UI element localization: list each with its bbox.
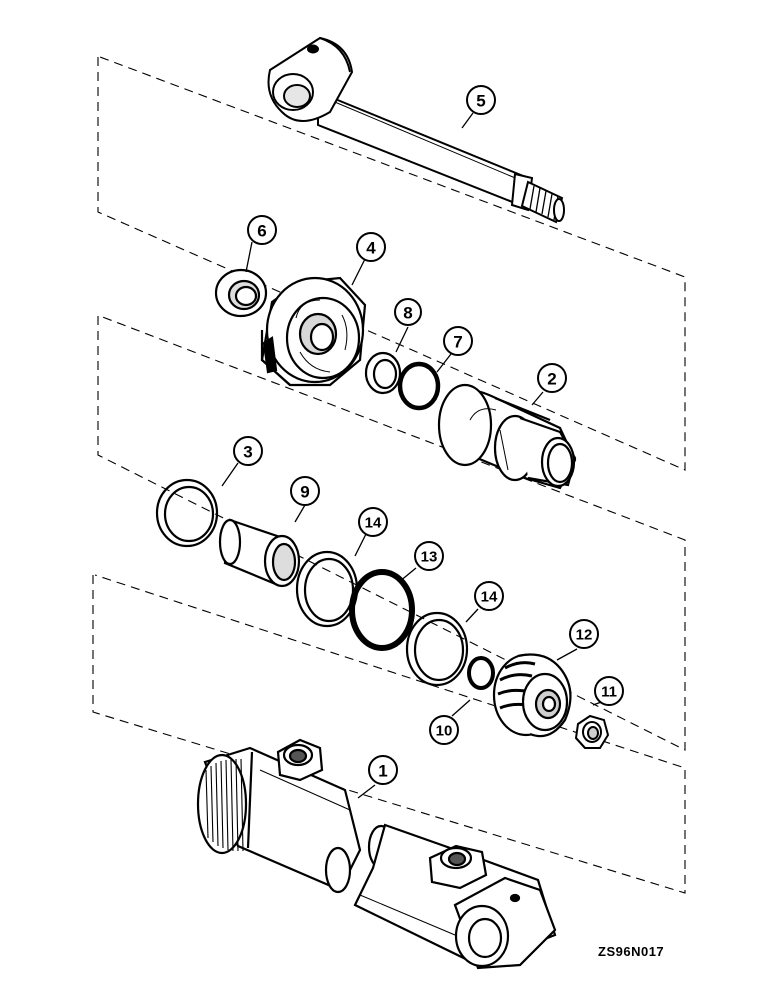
callout-circle-13	[414, 541, 444, 571]
callout-2: 2	[547, 370, 556, 389]
callout-circle-11	[594, 676, 624, 706]
callout-circle-14a	[358, 507, 388, 537]
callout-circle-2	[537, 363, 567, 393]
callout-8: 8	[403, 304, 412, 323]
callout-circle-3	[233, 436, 263, 466]
callout-circle-10	[429, 715, 459, 745]
part-7-o-ring	[397, 361, 441, 411]
callout-13: 13	[421, 549, 438, 566]
callout-1: 1	[378, 762, 387, 781]
callout-5: 5	[476, 92, 485, 111]
dashed-outline-rod	[97, 56, 686, 471]
callout-circle-14b	[474, 581, 504, 611]
part-14-wear-ring-right	[405, 611, 469, 687]
callout-circle-12	[569, 619, 599, 649]
part-6-wiper-ring	[214, 268, 268, 318]
callout-circle-6	[247, 215, 277, 245]
callout-circle-7	[443, 326, 473, 356]
part-13-piston-seal	[349, 569, 415, 651]
callout-labels: 5 6 4 8 7 2 3 9 14 13 14 12 11 10 1	[243, 92, 617, 781]
part-1-cylinder-barrel	[196, 738, 557, 970]
callout-circle-1	[368, 755, 398, 785]
callout-11: 11	[601, 684, 617, 701]
part-8-backup-ring	[364, 351, 402, 395]
callout-12: 12	[576, 627, 593, 644]
part-3-backup-ring	[155, 478, 219, 548]
part-12-piston	[492, 653, 572, 738]
callout-14a: 14	[365, 515, 382, 532]
callout-circle-4	[356, 232, 386, 262]
part-9-spacer-tube	[218, 518, 301, 588]
part-11-lock-nut	[574, 714, 610, 749]
callout-circle-8	[394, 298, 422, 326]
callout-10: 10	[436, 723, 453, 740]
part-10-o-ring	[467, 656, 495, 690]
figure-code: ZS96N017	[598, 944, 665, 959]
part-14-wear-ring-left	[295, 550, 359, 628]
part-4-gland-nut	[260, 276, 367, 387]
callout-balloons	[233, 85, 624, 785]
callout-7: 7	[453, 333, 462, 352]
dashed-outline-barrel	[92, 574, 686, 894]
callout-circle-9	[290, 476, 320, 506]
callout-4: 4	[366, 239, 376, 258]
callout-3: 3	[243, 443, 252, 462]
part-2-cylinder-head	[437, 383, 577, 490]
callout-6: 6	[257, 222, 266, 241]
callout-9: 9	[300, 483, 309, 502]
leader-lines	[221, 112, 608, 799]
callout-14b: 14	[481, 589, 498, 606]
part-5-piston-rod	[267, 36, 565, 224]
dashed-outline-head	[97, 315, 686, 751]
callout-circle-5	[466, 85, 496, 115]
